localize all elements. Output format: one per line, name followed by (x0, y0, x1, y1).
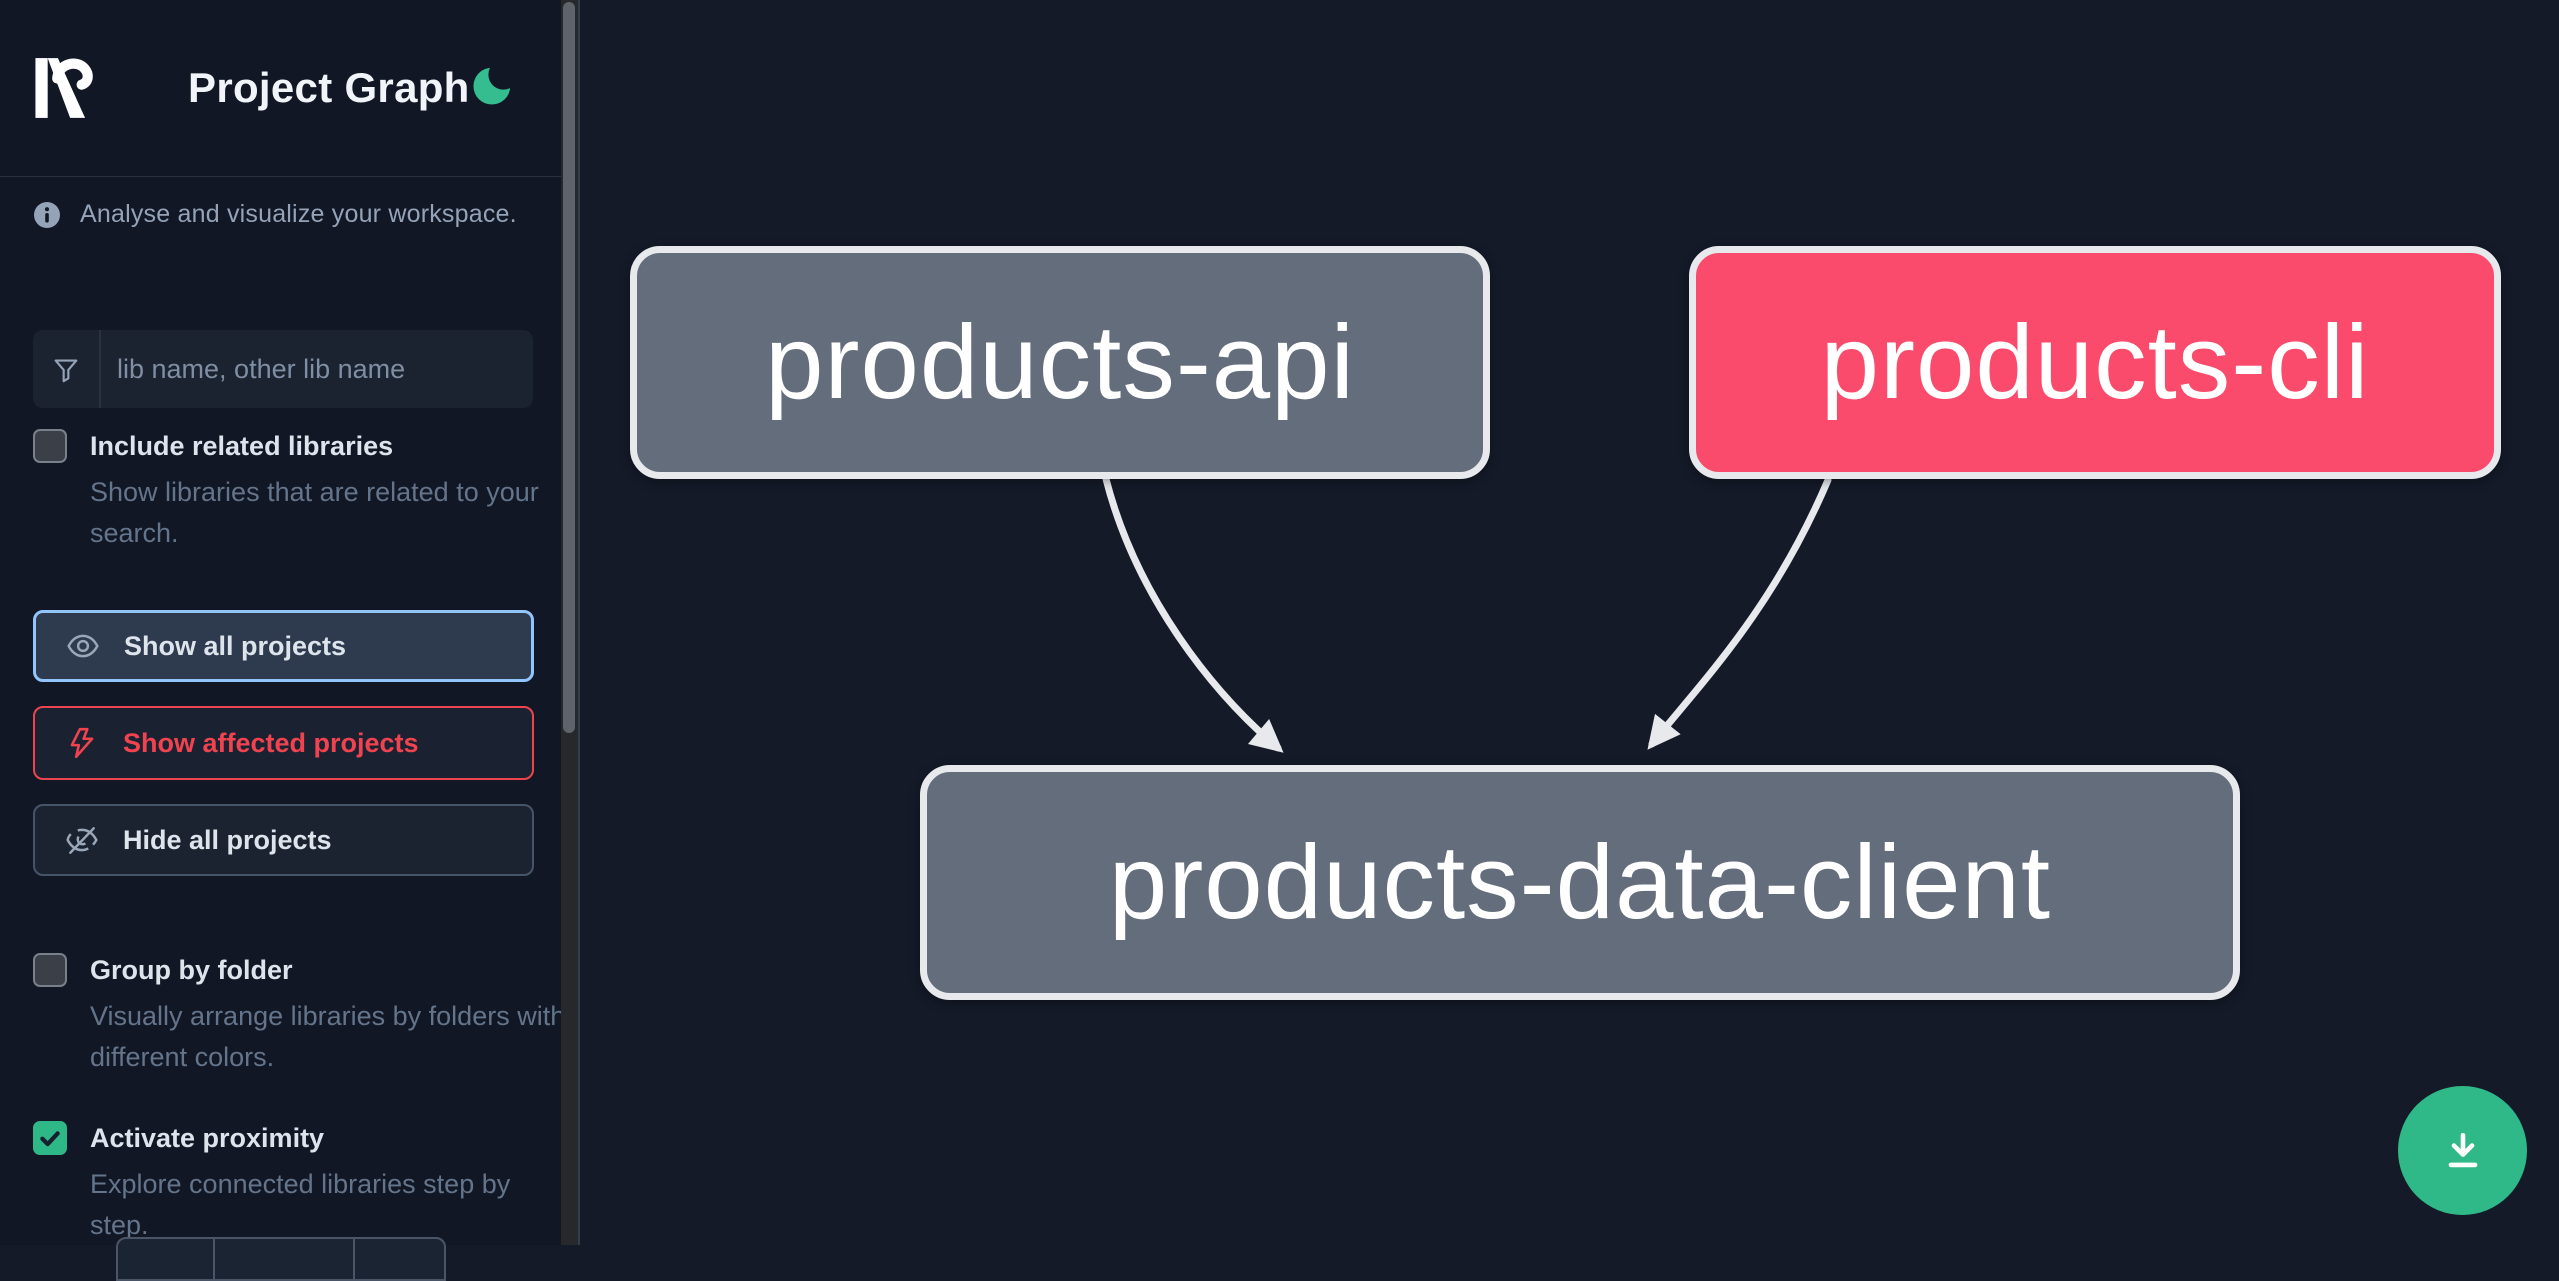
tagline-text: Analyse and visualize your workspace. (80, 200, 517, 228)
search-input[interactable] (101, 330, 533, 408)
option-label: Activate proximity (90, 1123, 325, 1153)
download-icon (2448, 1132, 2477, 1167)
option-label: Group by folder (90, 955, 293, 985)
proximity-depth-value (213, 1239, 353, 1279)
show-all-projects-button[interactable]: Show all projects (33, 610, 534, 682)
group-by-folder-checkbox[interactable] (33, 953, 67, 987)
button-label: Show affected projects (123, 727, 419, 758)
bolt-icon (70, 727, 94, 759)
sidebar-scrollbar-thumb[interactable] (563, 2, 575, 733)
proximity-increment-button[interactable] (353, 1239, 444, 1279)
hide-all-projects-button[interactable]: Hide all projects (33, 804, 534, 876)
edge-products-cli-to-products-data-client[interactable] (1647, 476, 1832, 750)
info-icon (34, 201, 60, 228)
option-group-by-folder: Group by folder Visually arrange librari… (33, 952, 565, 1078)
workspace-tagline: Analyse and visualize your workspace. (33, 200, 517, 229)
node-label: products-api (765, 303, 1355, 421)
sidebar-scrollbar-track[interactable] (561, 0, 578, 1245)
graph-node-products-cli[interactable]: products-cli (1689, 246, 2501, 479)
node-label: products-cli (1820, 303, 2370, 421)
option-description: Show libraries that are related to your … (90, 477, 539, 548)
proximity-decrement-button[interactable] (118, 1239, 213, 1279)
button-label: Hide all projects (123, 824, 332, 855)
graph-node-products-api[interactable]: products-api (630, 246, 1490, 479)
proximity-depth-stepper (116, 1237, 446, 1281)
check-icon (40, 1131, 60, 1147)
option-activate-proximity: Activate proximity Explore connected lib… (33, 1120, 533, 1246)
eye-off-icon (66, 827, 98, 854)
filter-funnel-icon (33, 330, 101, 408)
sidebar: Project Graph Analyse and visualize your… (0, 0, 565, 1281)
option-label: Include related libraries (90, 431, 394, 461)
button-label: Show all projects (124, 630, 347, 661)
edge-products-api-to-products-data-client[interactable] (1102, 475, 1284, 753)
eye-icon (67, 634, 99, 658)
dependency-edges (1102, 475, 1832, 753)
theme-toggle-moon-icon[interactable] (470, 62, 516, 108)
activate-proximity-checkbox[interactable] (33, 1121, 67, 1155)
option-description: Explore connected libraries step by step… (90, 1169, 511, 1240)
include-related-checkbox[interactable] (33, 429, 67, 463)
option-include-related-libraries: Include related libraries Show libraries… (33, 428, 539, 554)
nx-logo-icon (35, 58, 93, 118)
download-image-button[interactable] (2398, 1086, 2527, 1215)
node-label: products-data-client (1108, 823, 2052, 941)
project-graph-canvas[interactable]: products-api products-cli products-data-… (580, 0, 2559, 1245)
show-affected-projects-button[interactable]: Show affected projects (33, 706, 534, 780)
option-description: Visually arrange libraries by folders wi… (90, 1001, 566, 1072)
sidebar-header: Project Graph (0, 0, 561, 177)
library-filter (33, 330, 533, 408)
page-title: Project Graph (188, 64, 470, 111)
graph-node-products-data-client[interactable]: products-data-client (920, 765, 2240, 1000)
canvas-left-border (578, 0, 580, 1245)
